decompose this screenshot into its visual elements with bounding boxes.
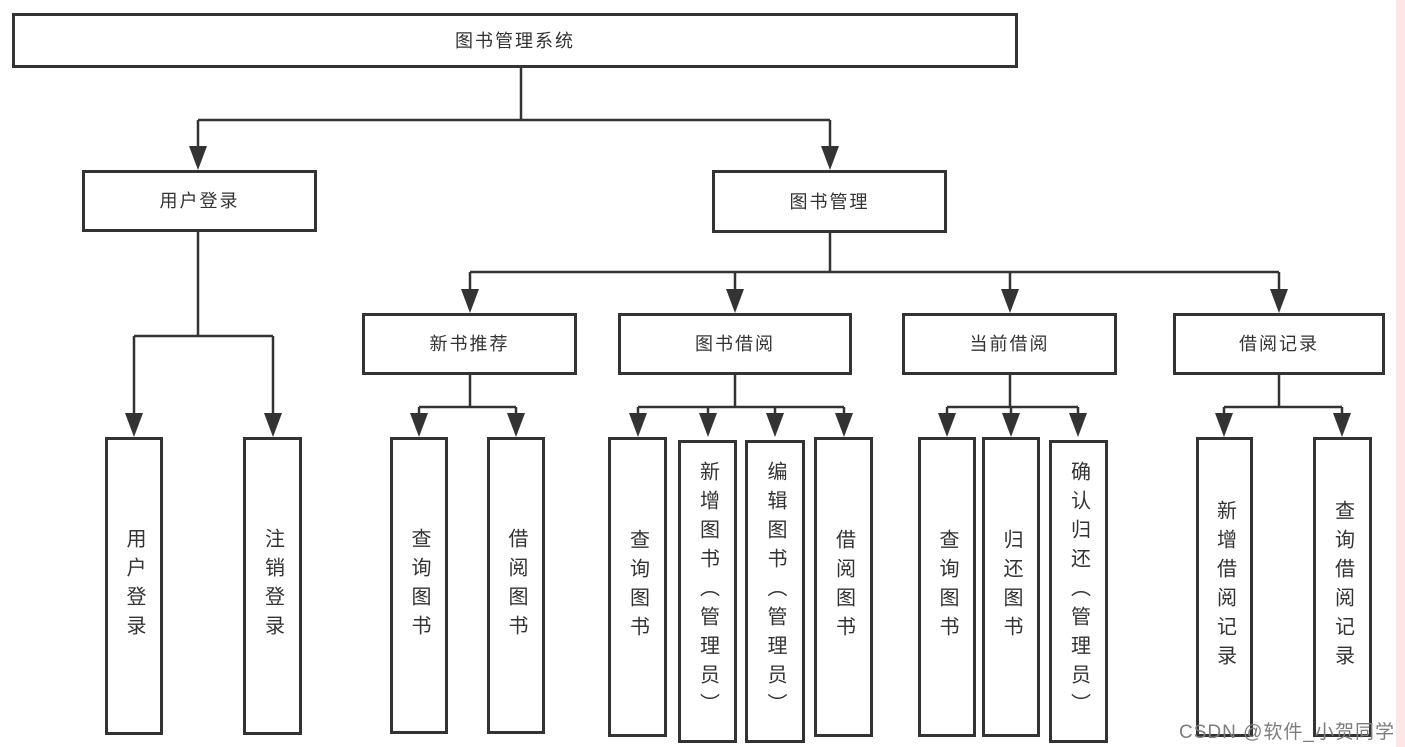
leaf-return-books: 归还图书: [982, 437, 1040, 737]
leaf-confirm-return-admin: 确认归还（管理员）: [1049, 440, 1108, 743]
leaf-borrow-books-recommend: 借阅图书: [487, 437, 545, 734]
node-book-management: 图书管理: [712, 170, 947, 233]
leaf-user-login: 用户登录: [105, 437, 163, 735]
node-user-login: 用户登录: [82, 170, 317, 232]
node-library-system: 图书管理系统: [12, 13, 1018, 68]
node-current-borrow: 当前借阅: [902, 313, 1117, 375]
leaf-logout-login: 注销登录: [243, 437, 302, 735]
leaf-edit-books-admin: 编辑图书（管理员）: [745, 440, 805, 743]
node-new-book-recommend: 新书推荐: [362, 313, 577, 375]
right-edge-highlight: [1396, 0, 1405, 747]
leaf-query-books-recommend: 查询图书: [390, 437, 448, 734]
leaf-query-books-borrow: 查询图书: [608, 437, 667, 737]
leaf-query-books-current: 查询图书: [918, 437, 976, 737]
leaf-borrow-books: 借阅图书: [814, 437, 873, 737]
leaf-query-borrow-record: 查询借阅记录: [1313, 437, 1372, 737]
leaf-add-borrow-record: 新增借阅记录: [1196, 437, 1253, 737]
leaf-add-books-admin: 新增图书（管理员）: [678, 440, 737, 743]
node-borrow-records: 借阅记录: [1173, 313, 1385, 375]
csdn-watermark: CSDN @软件_小贺同学: [1179, 722, 1395, 743]
node-book-borrow: 图书借阅: [618, 313, 852, 375]
